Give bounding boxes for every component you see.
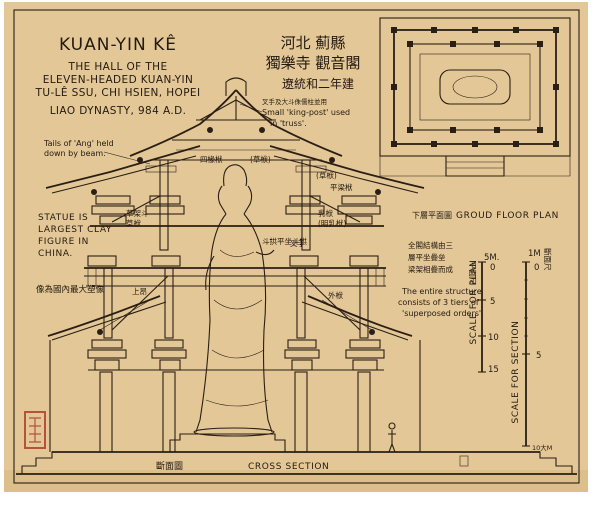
columns <box>99 159 371 453</box>
plan-scale-unit: 5M. <box>484 253 499 263</box>
plan-scale-cjk: 平面尺 <box>468 262 477 285</box>
ang-label: 上昂 <box>132 287 147 296</box>
ridge-ornament <box>225 77 247 96</box>
beam-right-label: (草栿) <box>316 170 337 180</box>
upper-eave-right <box>269 145 425 189</box>
structure-cjk-note-1: 全閣結構由三 <box>408 240 453 250</box>
bracket-right-label-1: 乳栿 <box>318 208 333 218</box>
statue-note-2: LARGEST CLAY <box>38 225 112 235</box>
human-scale-figure <box>388 422 396 453</box>
bracket-left-label-2: 草栿 <box>126 218 141 228</box>
upper-eave-left <box>45 145 201 189</box>
lower-eave-left-under <box>51 301 167 341</box>
plan-tick-15: 15 <box>488 365 499 375</box>
drawing-border <box>13 9 580 484</box>
title-line-4: LIAO DYNASTY, 984 A.D. <box>50 105 187 117</box>
section-labels: 四椽栿 (草栿) (草栿) 平梁栿 草架斗 草栿 乳栿 (明乳栿) 上昂 外栿 … <box>126 154 353 300</box>
english-title-block: KUAN-YIN KÊ THE HALL OF THE ELEVEN-HEADE… <box>35 33 201 117</box>
section-scale-end: 10大M <box>532 443 552 452</box>
bracket-left-label-1: 草架斗 <box>126 208 149 218</box>
king-post-note-1: Small 'king-post' used <box>262 108 350 117</box>
beam-upper-label: 四椽栿 <box>200 154 223 164</box>
section-tick-0: 0 <box>534 263 539 273</box>
balcony-level <box>84 255 386 287</box>
plan-tick-0: 0 <box>490 263 495 273</box>
upper-eave-right-under <box>273 155 419 194</box>
paper-background <box>4 2 588 492</box>
ang-tails-note-1: Tails of 'Ang' held <box>43 139 114 148</box>
scale-for-plan: 5M. 平面尺 0 5 10 15 SCALE FOR PLAN <box>468 253 499 375</box>
main-roof-right <box>235 89 343 157</box>
upper-bracket-sets <box>90 195 384 227</box>
note-ang-tails: Tails of 'Ang' held down by beam. <box>43 139 151 165</box>
title-line-3: TU-LÊ SSU, CHI HSIEN, HOPEI <box>35 86 201 99</box>
small-stamp <box>459 455 469 467</box>
section-scale-unit: 1M <box>528 249 541 259</box>
section-caption: 斷面圖 CROSS SECTION <box>156 460 329 472</box>
lower-bracket-sets <box>87 339 385 371</box>
ang-tails-note-2: down by beam. <box>44 149 106 158</box>
statue-note-1: STATUE IS <box>38 213 88 223</box>
purlin-knobs <box>91 127 381 335</box>
note-statue: STATUE IS LARGEST CLAY FIGURE IN CHINA. … <box>36 213 112 295</box>
section-caption-en: CROSS SECTION <box>248 462 329 472</box>
statue-note-3: FIGURE IN <box>38 237 89 247</box>
paper-shade <box>4 470 588 492</box>
upper-eave-left-under <box>51 155 197 194</box>
chinese-title-line-2: 獨樂寺 觀音閣 <box>266 54 361 72</box>
structure-note-1: The entire structure <box>401 287 482 296</box>
plan-columns <box>391 27 559 147</box>
red-seal <box>24 411 46 449</box>
hall-name: KUAN-YIN KÊ <box>59 33 177 55</box>
plan-tick-5: 5 <box>490 297 495 307</box>
statue-note-4: CHINA. <box>38 249 73 259</box>
main-roof-left <box>129 89 237 157</box>
statue-pedestal-base <box>169 433 286 452</box>
plan-caption: GROUD FLOOR PLAN <box>456 211 559 221</box>
king-post-note-2: in 'truss'. <box>270 119 307 128</box>
bracket-right-label-2: (明乳栿) <box>318 218 346 228</box>
structure-cjk-note-2: 層平坐疊垒 <box>408 252 446 262</box>
note-structure: 全閣結構由三 層平坐疊垒 梁架相疊而成 The entire structure… <box>398 240 484 318</box>
cross-brace-label: 叉手 <box>290 238 305 248</box>
chinese-title-line-3: 遼統和二年建 <box>282 77 354 91</box>
title-line-1: THE HALL OF THE <box>68 61 168 73</box>
statue-cjk-note: 像為國內最大塑像 <box>36 284 105 295</box>
structure-note-2: consists of 3 tiers of <box>398 298 479 307</box>
roof-truss <box>145 96 327 173</box>
lower-eave-right-under <box>301 301 409 341</box>
chinese-title-line-1: 河北 薊縣 <box>281 34 346 52</box>
side-label: 外栿 <box>328 290 343 300</box>
note-king-post: 叉手及大斗侏儒柱並用 Small 'king-post' used in 'tr… <box>239 97 350 128</box>
section-tick-5: 5 <box>536 351 541 361</box>
diagonal-braces <box>99 195 373 331</box>
scale-for-section: 1M 斷面尺 0 5 10大M SCALE FOR SECTION <box>511 248 553 452</box>
lower-eave-right <box>307 295 413 337</box>
chinese-title-block: 河北 薊縣 獨樂寺 觀音閣 遼統和二年建 <box>266 34 361 91</box>
kuan-yin-statue <box>193 164 275 437</box>
structure-note-3: 'superposed orders'. <box>402 309 484 318</box>
mid-bracket-label: 斗拱平坐斗拱 <box>262 236 307 246</box>
title-line-2: ELEVEN-HEADED KUAN-YIN <box>43 74 193 86</box>
section-scale-cjk: 斷面尺 <box>543 248 553 271</box>
structure-cjk-note-3: 梁架相疊而成 <box>408 264 453 274</box>
beam-lower-right-label: 平梁栿 <box>330 182 353 192</box>
king-post-cjk-note: 叉手及大斗侏儒柱並用 <box>262 97 327 106</box>
section-scale-label: SCALE FOR SECTION <box>511 321 521 424</box>
plan-tick-10: 10 <box>488 333 499 343</box>
cross-section-drawing: 四椽栿 (草栿) (草栿) 平梁栿 草架斗 草栿 乳栿 (明乳栿) 上昂 外栿 … <box>16 77 577 475</box>
plan-caption-cjk: 下層平面圖 <box>412 211 452 220</box>
plan-scale-label: SCALE FOR PLAN <box>469 259 479 344</box>
beam-mid-label: (草栿) <box>250 154 271 164</box>
lower-eave-left <box>47 295 161 337</box>
ground-floor-plan: 下層平面圖 GROUD FLOOR PLAN <box>379 17 571 221</box>
section-caption-cjk: 斷面圖 <box>156 460 183 472</box>
